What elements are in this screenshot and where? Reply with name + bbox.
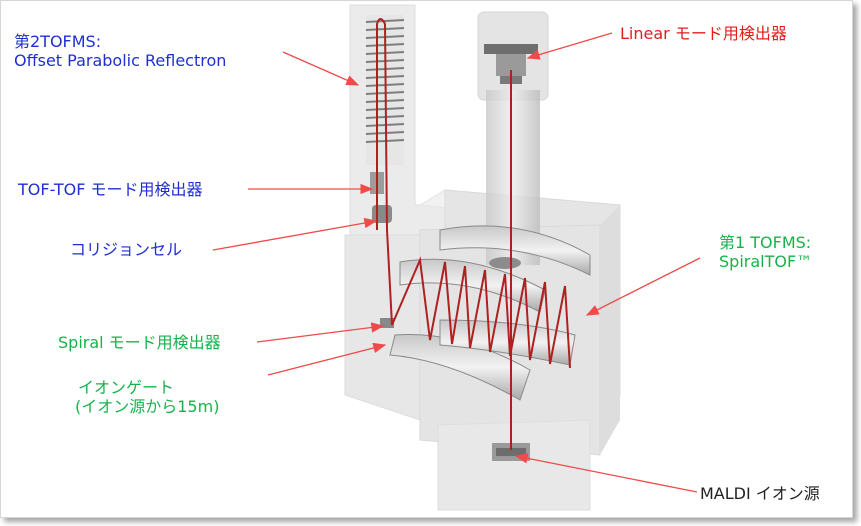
maldi-source-label: MALDI イオン源: [700, 484, 820, 503]
leader-arrows: [212, 32, 701, 493]
ion-gate-label: イオンゲート (イオン源から15m): [75, 378, 219, 416]
tof2-label: 第2TOFMS: Offset Parabolic Reflectron: [14, 32, 226, 70]
tof-tof-detector-label: TOF-TOF モード用検出器: [18, 180, 203, 199]
tof1-label-line2: SpiralTOF™: [719, 252, 813, 271]
tof2-label-line1: 第2TOFMS:: [14, 32, 102, 51]
spiral-detector-label: Spiral モード用検出器: [58, 333, 221, 352]
tof2-label-line2: Offset Parabolic Reflectron: [14, 51, 227, 70]
ion-gate-label-line1: イオンゲート: [78, 378, 175, 397]
linear-detector-label: Linear モード用検出器: [620, 24, 787, 43]
tof1-label-line1: 第1 TOFMS:: [719, 233, 812, 252]
ion-gate-label-line2: (イオン源から15m): [75, 397, 220, 416]
ion-trajectory: [376, 18, 571, 450]
tof1-label: 第1 TOFMS: SpiralTOF™: [719, 233, 812, 271]
collision-cell-label: コリジョンセル: [70, 240, 183, 259]
